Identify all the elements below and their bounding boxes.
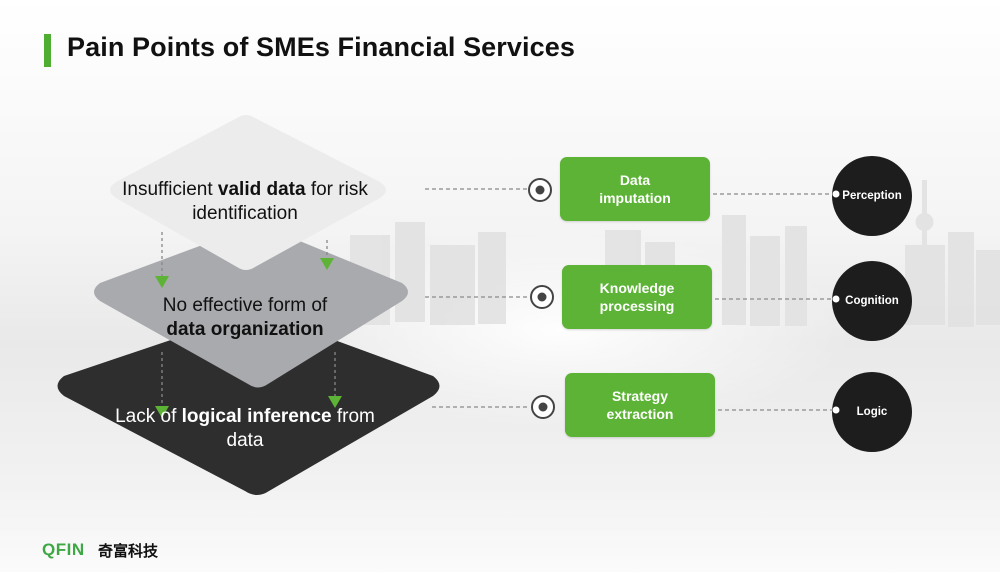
ring-node-1-dot	[535, 185, 545, 195]
brand-name-cn: 奇富科技	[98, 543, 159, 560]
arrow-head-2a	[155, 406, 169, 418]
arrow-head-1b	[320, 258, 334, 270]
layer-3-diamond	[57, 311, 440, 495]
arrow-head-1a	[155, 276, 169, 288]
ring-node-3-dot	[538, 402, 548, 412]
brand-logo: QFIN	[42, 540, 85, 559]
ring-node-2-dot	[537, 292, 547, 302]
layer-1-diamond	[110, 115, 386, 270]
page-title: Pain Points of SMEs Financial Services	[67, 32, 575, 62]
arrow-head-2b	[328, 396, 342, 408]
layer-3-text: Lack of logical inference from data	[115, 406, 375, 451]
layer-2-text: No effective form of data organization	[162, 295, 328, 340]
capability-circle-perception: Perception	[832, 156, 912, 236]
capability-circle-logic: Logic	[832, 372, 912, 452]
title-accent-bar	[44, 34, 51, 67]
layer-1-text: Insufficient valid data for risk identif…	[122, 179, 368, 224]
capability-circle-cognition: Cognition	[832, 261, 912, 341]
